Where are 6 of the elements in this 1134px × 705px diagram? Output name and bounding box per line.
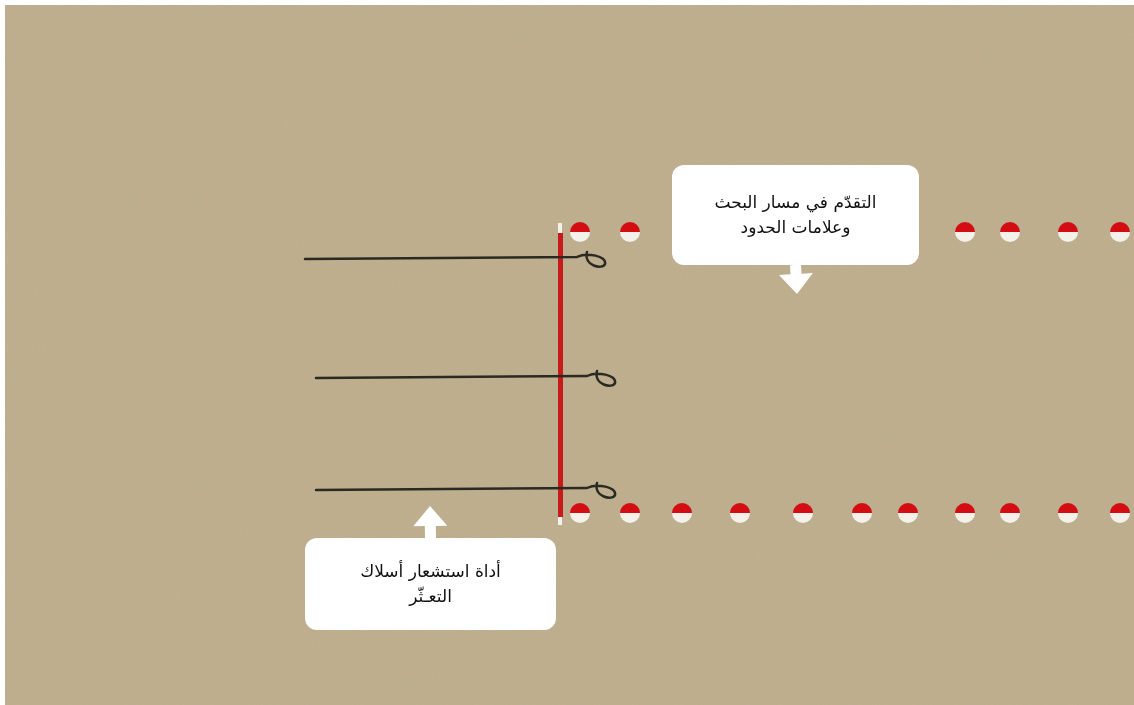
arrow: [779, 264, 813, 294]
arrow: [413, 506, 448, 539]
callout-box: [672, 165, 919, 265]
callout-box: [305, 538, 556, 630]
callout-text: التقدّم في مسار البحث وعلامات الحدود: [713, 190, 878, 239]
callout-text: أداة استشعار أسلاك التعـثّر: [359, 559, 502, 608]
